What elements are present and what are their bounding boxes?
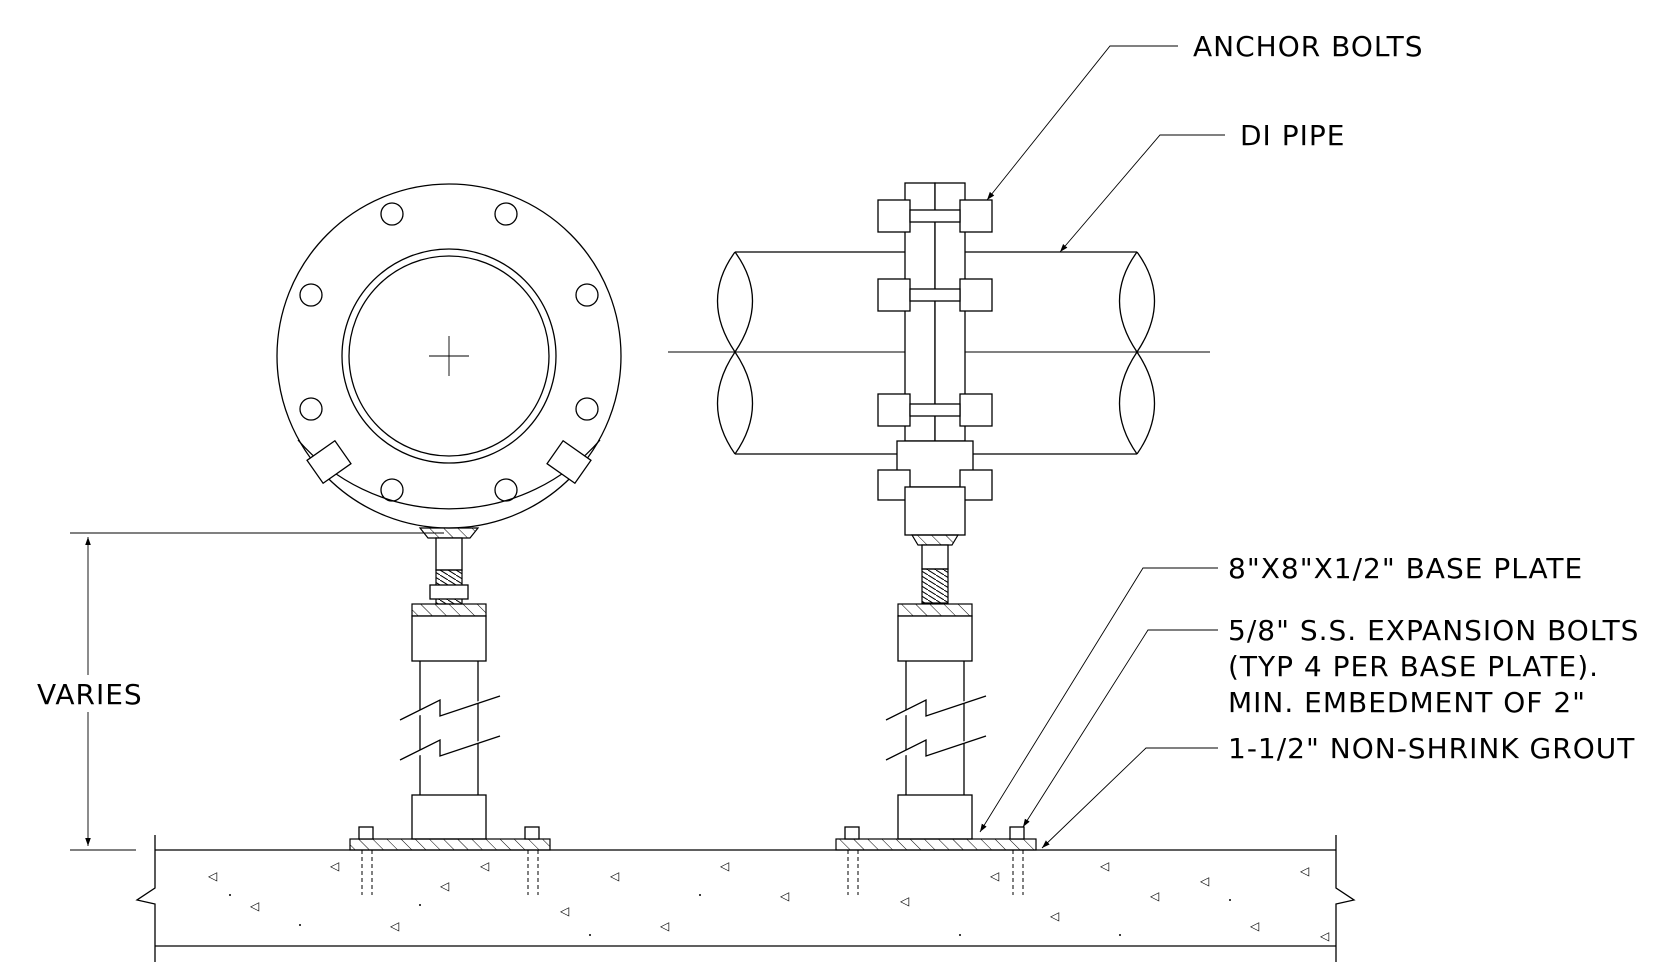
svg-text:◁: ◁ [1319,929,1329,943]
svg-text:◁: ◁ [989,869,999,883]
flange-bolts [877,199,993,427]
callout-di-pipe: DI PIPE [1240,119,1345,152]
svg-text:◁: ◁ [779,889,789,903]
callout-expansion-bolts-line2: (TYP 4 PER BASE PLATE). [1228,650,1599,683]
svg-text:◁: ◁ [1249,919,1259,933]
pipe-stand-right [835,440,1037,895]
varies-label: VARIES [37,678,143,711]
callout-anchor-bolts: ANCHOR BOLTS [1193,30,1423,63]
svg-text:◁: ◁ [249,899,259,913]
svg-text:◁: ◁ [1199,874,1209,888]
pipe-side-view [668,182,1210,895]
callout-base-plate: 8"X8"X1/2" BASE PLATE [1228,552,1583,585]
svg-text:◁: ◁ [389,919,399,933]
svg-text:◁: ◁ [479,859,489,873]
leader-anchor-bolts [986,45,1178,201]
concrete-aggregate: ◁ ◁ ◁ ◁ ◁ ◁ ◁ ◁ ◁ ◁ ◁ ◁ ◁ ◁ ◁ ◁ ◁ ◁ ◁ ◁ [207,859,1329,943]
svg-text:◁: ◁ [1099,859,1109,873]
anchor-bolt-left-b [524,826,540,895]
svg-text:◁: ◁ [1149,889,1159,903]
svg-text:◁: ◁ [1049,909,1059,923]
concrete-slab: ◁ ◁ ◁ ◁ ◁ ◁ ◁ ◁ ◁ ◁ ◁ ◁ ◁ ◁ ◁ ◁ ◁ ◁ ◁ ◁ [135,835,1356,962]
anchor-bolt-left-a [358,826,374,895]
leader-base-plate [979,567,1218,833]
svg-text:◁: ◁ [719,859,729,873]
anchor-bolt-right-b [1009,826,1025,895]
leader-di-pipe [1059,134,1225,253]
svg-text:◁: ◁ [329,859,339,873]
flange-bolt-holes [299,202,599,502]
svg-text:◁: ◁ [207,869,217,883]
anchor-bolt-right-a [844,826,860,895]
callout-expansion-bolts-line1: 5/8" S.S. EXPANSION BOLTS [1228,614,1639,647]
pipe-stand-left [349,527,551,895]
svg-text:◁: ◁ [609,869,619,883]
leader-grout [1041,747,1218,849]
callout-expansion-bolts-line3: MIN. EMBEDMENT OF 2" [1228,686,1586,719]
flange-end-view [276,183,622,895]
svg-text:◁: ◁ [899,894,909,908]
varies-dimension [70,532,444,851]
svg-text:◁: ◁ [1299,864,1309,878]
callout-grout: 1-1/2" NON-SHRINK GROUT [1228,732,1635,765]
saddle-clamp [297,439,601,510]
svg-text:◁: ◁ [559,904,569,918]
leader-expansion-bolts [1022,629,1218,828]
svg-text:◁: ◁ [659,919,669,933]
svg-text:◁: ◁ [439,879,449,893]
